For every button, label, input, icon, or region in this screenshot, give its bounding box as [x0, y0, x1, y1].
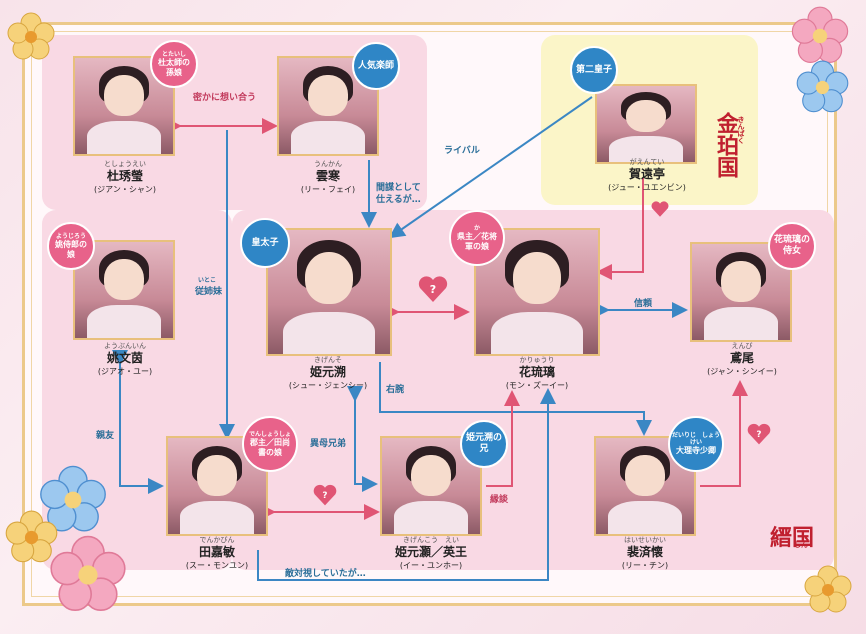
badge-kigenso: 皇太子	[240, 218, 290, 268]
badge-enbi: 花琉璃の侍女	[768, 222, 816, 270]
badge-haiseikai: だいりじ しょうけい 大理寺少卿	[668, 416, 724, 472]
svg-text:?: ?	[756, 430, 761, 440]
name-haiseikai: はいせいかい裴済懐(リー・チン)	[621, 536, 669, 570]
portrait-kigenha[interactable]	[380, 436, 482, 536]
name-kigenha: きげんこう えい姫元灝／英王(イー・ユンホー)	[394, 536, 467, 570]
portrait-gaentei[interactable]	[595, 84, 697, 164]
portrait-enbi[interactable]	[690, 242, 792, 342]
label-spy2: 仕えるが…	[376, 195, 421, 205]
heart-question-icon: ?	[747, 423, 771, 445]
label-trust: 信頼	[634, 299, 653, 309]
name-gaentei: がえんてい賀遠亭(ジュー・ユエンビン)	[608, 158, 686, 192]
badge-toshouei: とたいし 杜太師の孫娘	[150, 40, 198, 88]
badge-yobunkin: ようじろう 姚侍郎の娘	[47, 222, 95, 270]
label-hostile: 敵対視していたが…	[285, 569, 366, 579]
badge-gaentei: 第二皇子	[570, 46, 618, 94]
name-unkan: うんかん雲寒(リー・フェイ)	[300, 160, 356, 194]
name-kigenso: きげんそ姫元溯(シュー・ジェンシー)	[288, 356, 368, 390]
label-rival: ライバル	[444, 146, 480, 156]
name-enbi: えんび鳶尾(ジャン・シンイー)	[707, 342, 777, 376]
svg-text:?: ?	[322, 491, 327, 501]
kingdom-jinpo-ruby: きんぱく	[737, 116, 746, 144]
label-half-brother: 異母兄弟	[310, 439, 347, 449]
heart-icon	[651, 201, 669, 217]
flower-decoration-icon	[791, 6, 849, 63]
name-karyuri: かりゅうり花琉璃(モン・ズーイー)	[505, 356, 569, 390]
svg-text:?: ?	[430, 283, 436, 296]
name-toshouei: としょうえい杜琇瑩(ジアン・シャン)	[94, 160, 156, 194]
flower-decoration-icon	[796, 60, 849, 113]
badge-denkabin: でんしょうしょ 郡主／田尚書の娘	[242, 416, 298, 472]
kingdom-jin: 縉国	[770, 525, 815, 551]
label-close-friend: 親友	[96, 431, 115, 441]
label-spy: 間諜として	[376, 183, 421, 193]
flower-decoration-icon	[804, 565, 852, 613]
portrait-karyuri[interactable]	[474, 228, 600, 356]
badge-unkan: 人気楽師	[352, 42, 400, 90]
name-denkabin: でんかびん田嘉敏(スー・モンユン)	[185, 536, 249, 570]
flower-decoration-icon	[40, 465, 106, 532]
flower-decoration-icon	[7, 12, 55, 60]
portrait-kigenso[interactable]	[266, 228, 392, 356]
name-yobunkin: ようぶんいん姚文茵(ジアオ・ユー)	[97, 342, 153, 376]
label-secret-love: 密かに想い合う	[193, 93, 257, 103]
kingdom-jinpo: 金珀国	[713, 112, 739, 178]
badge-karyuri: か 県主／花将軍の娘	[449, 210, 505, 266]
label-marriage: 縁談	[490, 495, 509, 505]
kingdom-jin-ruby: しん	[794, 540, 808, 549]
label-cousin-ruby: いとこ	[198, 277, 217, 284]
label-right-arm: 右腕	[386, 385, 405, 395]
badge-kigenha: 姫元溯の兄	[460, 420, 508, 468]
label-cousin: 従姉妹	[195, 287, 223, 297]
flower-decoration-icon	[5, 510, 58, 563]
portrait-denkabin[interactable]	[166, 436, 268, 536]
flower-decoration-icon	[50, 535, 126, 611]
heart-question-icon: ?	[313, 484, 337, 506]
heart-question-icon: ?	[418, 276, 448, 302]
